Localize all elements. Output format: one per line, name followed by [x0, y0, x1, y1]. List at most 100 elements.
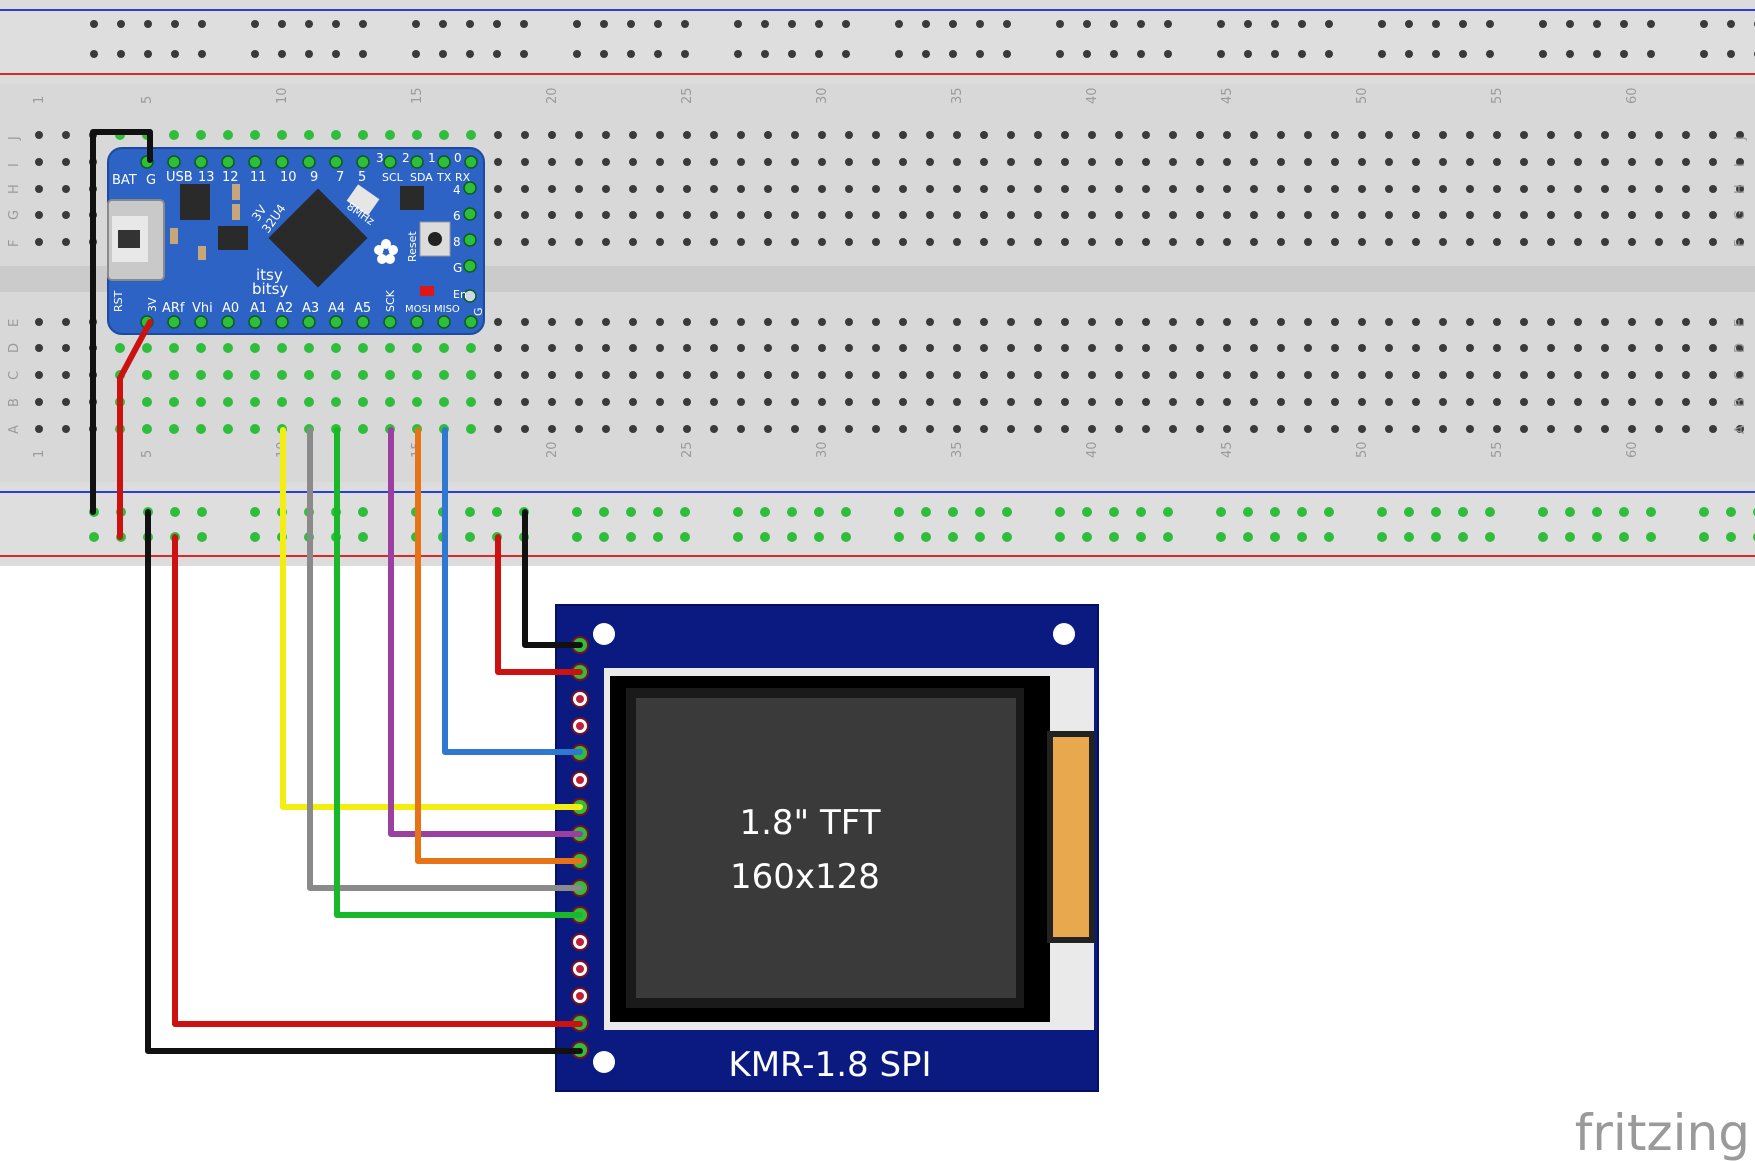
- itsy-label-a3: A3: [302, 301, 319, 316]
- breadboard-hole: [169, 397, 179, 407]
- breadboard-hole: [466, 397, 476, 407]
- rail-hole: [1082, 507, 1092, 517]
- breadboard-hole: [575, 211, 583, 219]
- row-letter: I: [7, 163, 22, 167]
- reset-button[interactable]: [428, 232, 442, 246]
- wire-red-3v-rail[interactable]: [117, 319, 153, 540]
- rail-hole: [1082, 532, 1092, 542]
- breadboard-hole: [575, 318, 583, 326]
- breadboard-hole: [35, 185, 43, 193]
- breadboard-hole: [1493, 211, 1501, 219]
- breadboard-hole: [466, 424, 476, 434]
- breadboard-hole: [1034, 344, 1042, 352]
- breadboard-hole: [683, 425, 691, 433]
- wire-black-tft-gnd[interactable]: [145, 509, 583, 1054]
- breadboard-hole: [331, 343, 341, 353]
- breadboard-hole: [1493, 185, 1501, 193]
- breadboard-hole: [1115, 185, 1123, 193]
- rail-hole: [975, 532, 985, 542]
- breadboard-hole: [62, 131, 70, 139]
- rail-hole: [1377, 532, 1387, 542]
- rail-hole: [1217, 20, 1225, 28]
- breadboard-hole: [710, 318, 718, 326]
- rail-hole: [761, 20, 769, 28]
- rail-hole: [1565, 532, 1575, 542]
- breadboard-hole: [1655, 425, 1663, 433]
- breadboard-hole: [548, 211, 556, 219]
- breadboard-hole: [791, 425, 799, 433]
- breadboard-hole: [1574, 371, 1582, 379]
- breadboard-hole: [1466, 425, 1474, 433]
- breadboard-hole: [1547, 158, 1555, 166]
- breadboard-hole: [250, 424, 260, 434]
- breadboard-hole: [331, 130, 341, 140]
- wire-purple[interactable]: [388, 427, 583, 837]
- wire-yellow[interactable]: [280, 427, 583, 810]
- breadboard-hole: [1439, 131, 1447, 139]
- breadboard-hole: [899, 318, 907, 326]
- rail-hole: [171, 20, 179, 28]
- breadboard-hole: [926, 398, 934, 406]
- rail-hole: [760, 532, 770, 542]
- breadboard-hole: [1250, 398, 1258, 406]
- breadboard-hole: [1142, 344, 1150, 352]
- breadboard-hole: [1682, 211, 1690, 219]
- breadboard-hole: [521, 238, 529, 246]
- breadboard-hole: [656, 398, 664, 406]
- rail-hole: [117, 20, 125, 28]
- rail-hole: [1270, 507, 1280, 517]
- breadboard-hole: [602, 318, 610, 326]
- rail-hole: [1619, 532, 1629, 542]
- wire-black-gnd-rail[interactable]: [90, 129, 153, 515]
- breadboard-hole: [1385, 131, 1393, 139]
- breadboard-hole: [1493, 425, 1501, 433]
- breadboard-hole: [818, 185, 826, 193]
- breadboard-hole: [602, 398, 610, 406]
- breadboard-hole: [1466, 211, 1474, 219]
- breadboard-hole: [1655, 158, 1663, 166]
- rail-hole: [1378, 20, 1386, 28]
- breadboard-hole: [62, 211, 70, 219]
- breadboard-hole: [494, 318, 502, 326]
- breadboard-hole: [1439, 238, 1447, 246]
- rail-hole: [626, 507, 636, 517]
- breadboard-hole: [926, 425, 934, 433]
- breadboard-hole: [1736, 238, 1744, 246]
- breadboard-hole: [737, 318, 745, 326]
- breadboard-hole: [575, 238, 583, 246]
- rail-hole: [1565, 507, 1575, 517]
- breadboard-hole: [953, 344, 961, 352]
- wire-blue[interactable]: [442, 427, 583, 755]
- mount-hole-top-right: [1053, 623, 1075, 645]
- rail-hole: [1244, 20, 1252, 28]
- breadboard-hole: [1331, 344, 1339, 352]
- wire-red-tft-vcc[interactable]: [172, 534, 583, 1027]
- rail-hole: [1216, 532, 1226, 542]
- breadboard-hole: [1331, 185, 1339, 193]
- tft-pin-pad: [576, 695, 584, 703]
- breadboard-hole: [494, 238, 502, 246]
- breadboard-hole: [1574, 131, 1582, 139]
- wire-orange[interactable]: [415, 427, 583, 864]
- breadboard-hole: [521, 158, 529, 166]
- breadboard-hole: [791, 398, 799, 406]
- wire-green[interactable]: [334, 427, 583, 918]
- breadboard-hole: [1223, 318, 1231, 326]
- breadboard-hole: [1412, 131, 1420, 139]
- rail-hole: [921, 532, 931, 542]
- breadboard-hole: [1250, 158, 1258, 166]
- breadboard-hole: [1223, 185, 1231, 193]
- breadboard-hole: [1628, 185, 1636, 193]
- tft-title-line1: 1.8" TFT: [739, 803, 880, 843]
- breadboard-hole: [602, 158, 610, 166]
- breadboard-hole: [575, 425, 583, 433]
- breadboard-hole: [1655, 398, 1663, 406]
- wire-black-tft-gnd2[interactable]: [522, 509, 583, 648]
- rail-hole: [305, 20, 313, 28]
- wire-red-tft-led[interactable]: [495, 534, 583, 675]
- itsy-label-arf: ARf: [162, 301, 185, 316]
- breadboard-hole: [1115, 371, 1123, 379]
- rail-hole: [654, 20, 662, 28]
- itsy-label-a0: A0: [222, 301, 239, 316]
- wire-gray[interactable]: [307, 427, 583, 891]
